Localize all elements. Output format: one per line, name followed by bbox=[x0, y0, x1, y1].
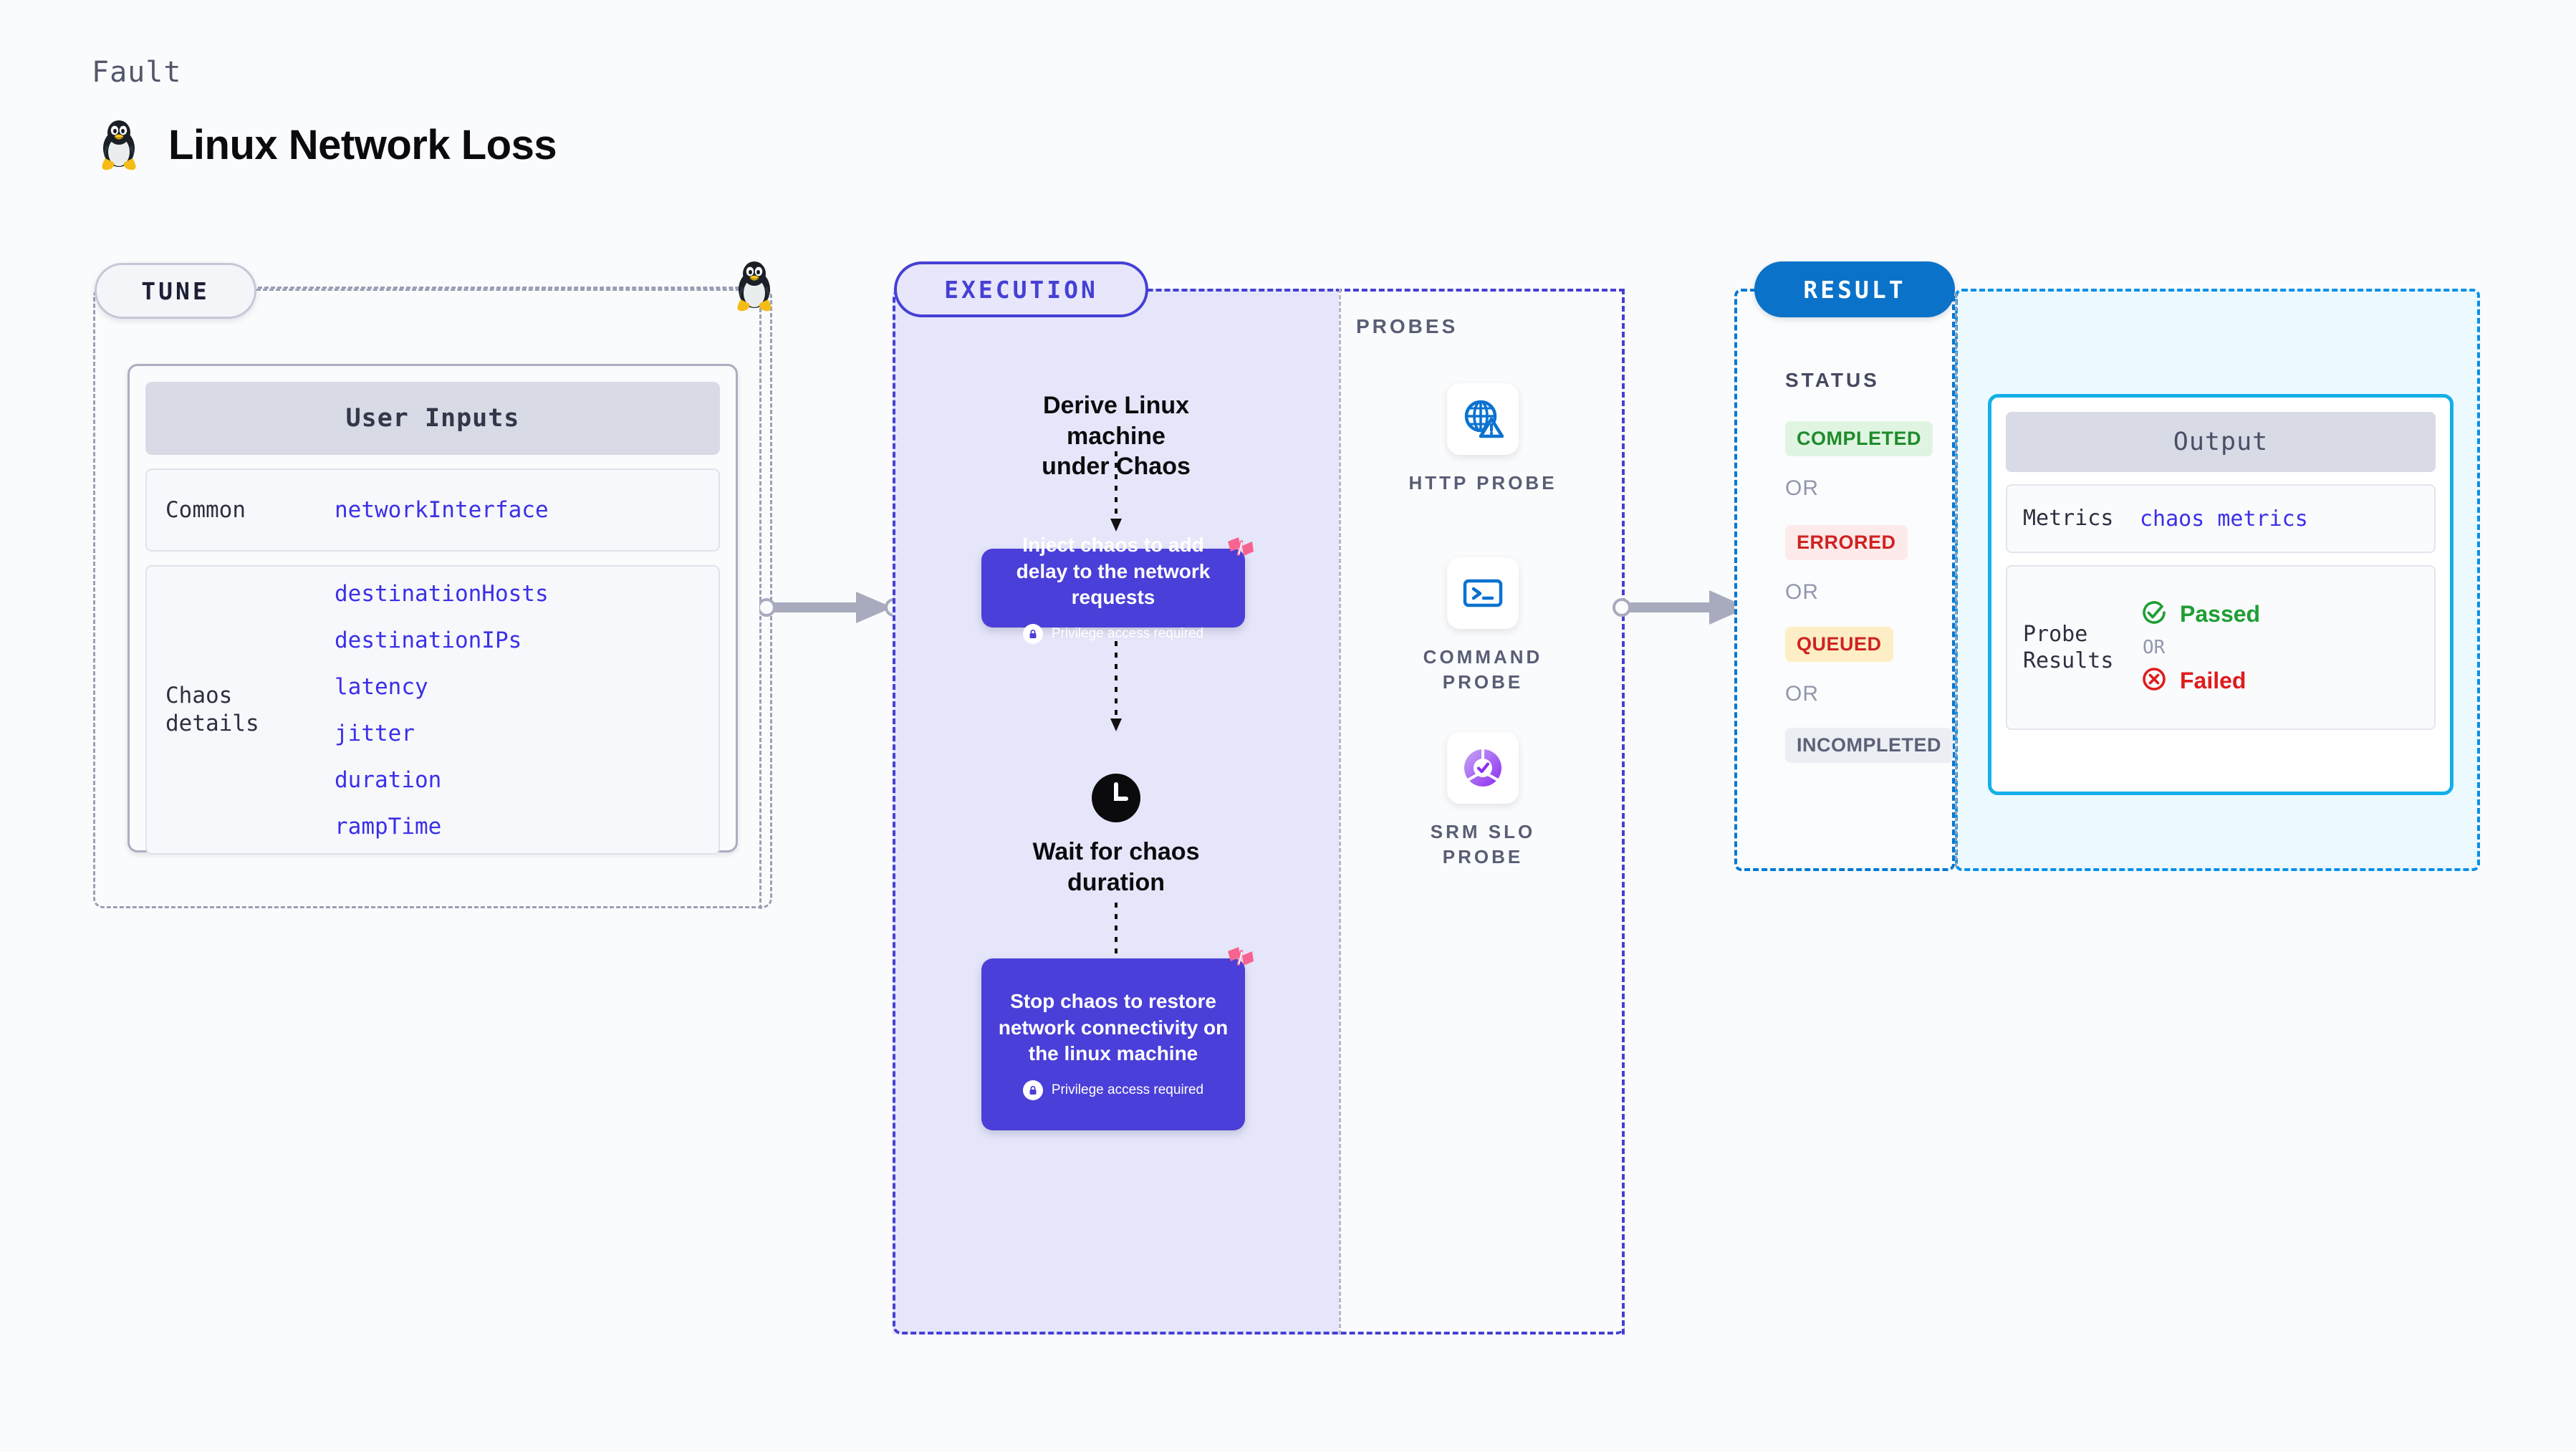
output-header-label: Output bbox=[2173, 428, 2269, 456]
linux-penguin-icon bbox=[97, 118, 141, 171]
execution-step-stop-chaos-title: Stop chaos to restore network connectivi… bbox=[998, 990, 1229, 1065]
probe-item-srm-slo[interactable]: SRM SLO PROBE bbox=[1390, 732, 1576, 870]
status-badge-incompleted: INCOMPLETED bbox=[1785, 728, 1953, 763]
status-badge-completed: COMPLETED bbox=[1785, 421, 1933, 456]
tune-section-pill[interactable]: TUNE bbox=[95, 263, 256, 319]
harness-logo-icon bbox=[1225, 943, 1256, 978]
execution-step-stop-chaos-card[interactable]: Stop chaos to restore network connectivi… bbox=[981, 947, 1254, 1130]
input-param[interactable]: destinationIPs bbox=[335, 627, 522, 653]
clock-icon bbox=[1090, 772, 1142, 827]
lock-icon bbox=[1022, 1080, 1043, 1100]
probe-result-passed: Passed bbox=[2140, 598, 2260, 630]
tune-right-dashed-line bbox=[759, 289, 761, 909]
probe-result-failed-text: Failed bbox=[2180, 668, 2246, 693]
probe-label-srm-slo: SRM SLO PROBE bbox=[1430, 821, 1536, 868]
connector-execution-to-result bbox=[1613, 590, 1754, 625]
status-badge-errored: ERRORED bbox=[1785, 525, 1908, 560]
tune-section-outline bbox=[93, 287, 772, 908]
output-row-metrics: Metrics chaos metrics bbox=[2006, 484, 2436, 553]
probe-label-command: COMMAND PROBE bbox=[1423, 646, 1543, 693]
probes-section-label: PROBES bbox=[1356, 315, 1458, 337]
input-param[interactable]: destinationHosts bbox=[335, 580, 549, 607]
slo-check-icon bbox=[1447, 732, 1519, 804]
status-heading: STATUS bbox=[1785, 369, 1880, 391]
input-param[interactable]: rampTime bbox=[335, 813, 442, 840]
output-metrics-value[interactable]: chaos metrics bbox=[2140, 506, 2308, 532]
user-inputs-header-label: User Inputs bbox=[345, 404, 520, 433]
harness-logo-icon bbox=[1225, 533, 1256, 568]
input-param[interactable]: duration bbox=[335, 766, 442, 793]
lock-icon bbox=[1022, 623, 1043, 644]
probe-result-or: OR bbox=[2143, 637, 2166, 658]
input-group-values: networkInterface bbox=[335, 497, 549, 523]
globe-warning-icon bbox=[1447, 383, 1519, 455]
input-param[interactable]: networkInterface bbox=[335, 497, 549, 523]
execution-pill-label: EXECUTION bbox=[944, 275, 1098, 304]
check-circle-icon bbox=[2140, 598, 2168, 630]
page-title: Linux Network Loss bbox=[168, 121, 557, 168]
execution-step-wait-label: Wait for chaos duration bbox=[1032, 838, 1200, 896]
page-title-row: Linux Network Loss bbox=[97, 118, 557, 171]
probe-item-http[interactable]: HTTP PROBE bbox=[1390, 383, 1576, 496]
probe-label-http: HTTP PROBE bbox=[1408, 472, 1557, 494]
input-param[interactable]: latency bbox=[335, 673, 428, 700]
input-group-label: Common bbox=[165, 496, 246, 523]
result-pill-label: RESULT bbox=[1803, 275, 1906, 304]
result-inner-divider-line bbox=[1955, 294, 1957, 867]
output-metrics-label: Metrics bbox=[2023, 506, 2114, 532]
probe-item-command[interactable]: COMMAND PROBE bbox=[1390, 557, 1576, 695]
status-or-3: OR bbox=[1785, 682, 1819, 706]
terminal-icon bbox=[1447, 557, 1519, 629]
input-group-common: Common networkInterface bbox=[145, 468, 720, 552]
output-card-header: Output bbox=[2006, 412, 2436, 472]
execution-step-stop-chaos-note: Privilege access required bbox=[1022, 1080, 1204, 1100]
input-group-chaos-details: Chaos details destinationHosts destinati… bbox=[145, 565, 720, 855]
execution-section-outline bbox=[893, 289, 1625, 1335]
linux-penguin-icon bbox=[732, 259, 777, 316]
input-param[interactable]: jitter bbox=[335, 720, 415, 746]
flow-arrow-down bbox=[1110, 451, 1122, 532]
status-or-1: OR bbox=[1785, 476, 1819, 500]
flow-arrow-down bbox=[1110, 641, 1122, 731]
status-badge-queued: QUEUED bbox=[1785, 627, 1893, 662]
page-eyebrow-label: Fault bbox=[92, 56, 182, 89]
execution-right-dashed-line bbox=[1622, 289, 1625, 1335]
user-inputs-header: User Inputs bbox=[145, 382, 720, 455]
output-probe-values: Passed OR Failed bbox=[2140, 598, 2260, 697]
execution-step-inject-chaos-title: Inject chaos to add delay to the network… bbox=[1016, 534, 1211, 609]
execution-top-dashed-line bbox=[1027, 289, 1625, 292]
execution-step-stop-chaos-note-text: Privilege access required bbox=[1051, 1082, 1204, 1097]
connector-tune-to-execution bbox=[759, 592, 903, 623]
probe-result-passed-text: Passed bbox=[2180, 601, 2261, 627]
tune-pill-label: TUNE bbox=[141, 277, 210, 305]
result-section-pill[interactable]: RESULT bbox=[1754, 261, 1955, 317]
x-circle-icon bbox=[2140, 665, 2168, 697]
execution-step-inject-chaos-note: Privilege access required bbox=[1022, 623, 1204, 644]
status-or-2: OR bbox=[1785, 580, 1819, 604]
result-status-section-outline bbox=[1734, 289, 1955, 871]
probes-divider-line bbox=[1339, 289, 1341, 1335]
input-group-values: destinationHosts destinationIPs latency … bbox=[335, 581, 549, 840]
probe-result-failed: Failed bbox=[2140, 665, 2260, 697]
execution-step-derive-label: Derive Linux machine under Chaos bbox=[1042, 392, 1191, 480]
execution-section-pill[interactable]: EXECUTION bbox=[894, 261, 1148, 317]
execution-step-inject-chaos-note-text: Privilege access required bbox=[1051, 625, 1204, 641]
execution-step-inject-chaos-card[interactable]: Inject chaos to add delay to the network… bbox=[981, 534, 1254, 644]
user-inputs-card: User Inputs Common networkInterface Chao… bbox=[128, 364, 738, 855]
tune-top-dashed-line bbox=[256, 289, 759, 291]
input-group-label: Chaos details bbox=[165, 683, 259, 736]
